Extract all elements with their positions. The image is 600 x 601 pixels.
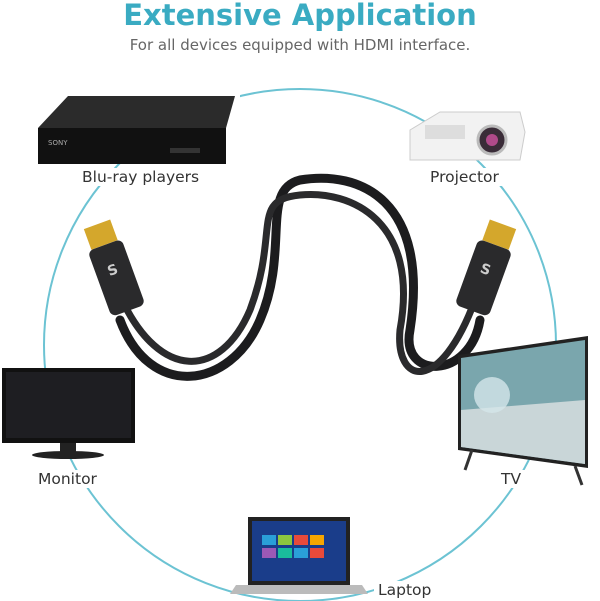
label-bluray: Blu-ray players	[78, 168, 204, 186]
hdmi-connector-right: S	[456, 219, 517, 316]
label-monitor: Monitor	[34, 470, 101, 488]
projector-image	[409, 111, 526, 161]
page-title: Extensive Application	[123, 0, 477, 32]
tv-image	[458, 336, 588, 486]
hdmi-connector-left: S	[83, 219, 144, 316]
label-projector: Projector	[426, 168, 503, 186]
laptop-image	[230, 517, 368, 594]
label-tv: TV	[497, 470, 526, 488]
label-laptop: Laptop	[374, 581, 436, 599]
page-subtitle: For all devices equipped with HDMI inter…	[129, 36, 471, 54]
bluray-brand: SONY	[48, 139, 68, 147]
monitor-image	[2, 368, 135, 459]
hdmi-cable-image	[115, 173, 485, 381]
bluray-player-image: SONY	[38, 92, 240, 164]
